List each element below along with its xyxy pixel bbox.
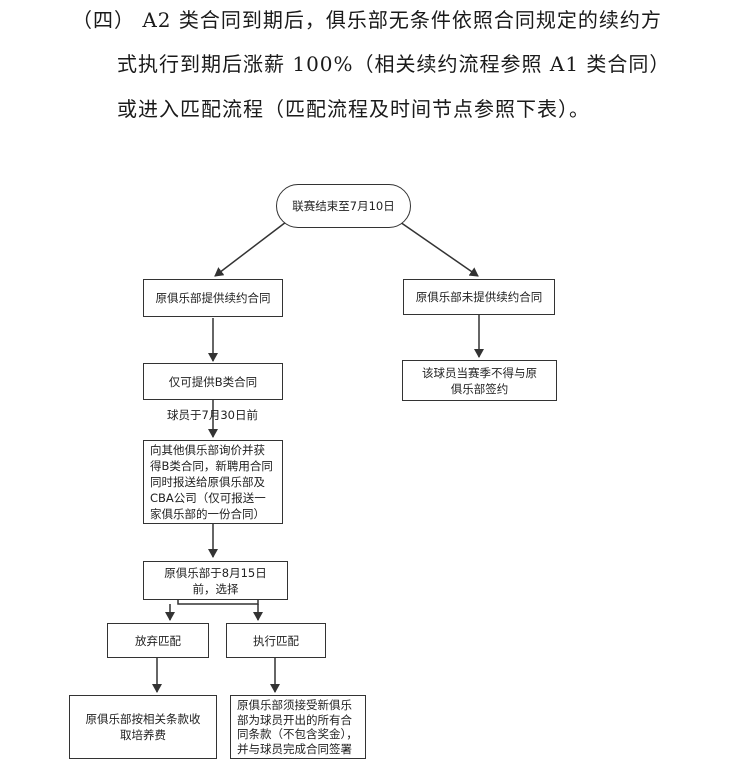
match-result-box: 原俱乐部须接受新俱乐部为球员开出的所有合同条款（不包含奖金），并与球员完成合同签… (230, 695, 366, 759)
no-offer-result-box: 该球员当赛季不得与原俱乐部签约 (402, 360, 557, 401)
waive-box: 放弃匹配 (107, 623, 209, 658)
arrow-start-to-offer (214, 221, 287, 277)
branch-choose (177, 600, 259, 605)
waive-result-box: 原俱乐部按相关条款收取培养费 (69, 695, 217, 759)
deadline-label: 球员于7月30日前 (167, 408, 258, 422)
clause-line-1: （四） A2 类合同到期后，俱乐部无条件依照合同规定的续约方 (72, 8, 662, 32)
start-node: 联赛结束至7月10日 (276, 184, 411, 228)
arrow-start-to-no-offer (399, 221, 479, 277)
b-contract-box: 仅可提供B类合同 (143, 363, 283, 400)
offer-renewal-box: 原俱乐部提供续约合同 (143, 279, 283, 317)
clause-line-3: 或进入匹配流程（匹配流程及时间节点参照下表）。 (117, 97, 590, 121)
clause-paragraph: （四） A2 类合同到期后，俱乐部无条件依照合同规定的续约方 式执行到期后涨薪 … (0, 0, 750, 130)
choose-box: 原俱乐部于8月15日前，选择 (143, 561, 288, 600)
clause-line-2: 式执行到期后涨薪 100%（相关续约流程参照 A1 类合同） (117, 52, 671, 76)
inquire-box: 向其他俱乐部询价并获得B类合同，新聘用合同同时报送给原俱乐部及CBA公司（仅可报… (143, 440, 283, 524)
match-box: 执行匹配 (226, 623, 326, 658)
no-offer-box: 原俱乐部未提供续约合同 (403, 279, 555, 315)
